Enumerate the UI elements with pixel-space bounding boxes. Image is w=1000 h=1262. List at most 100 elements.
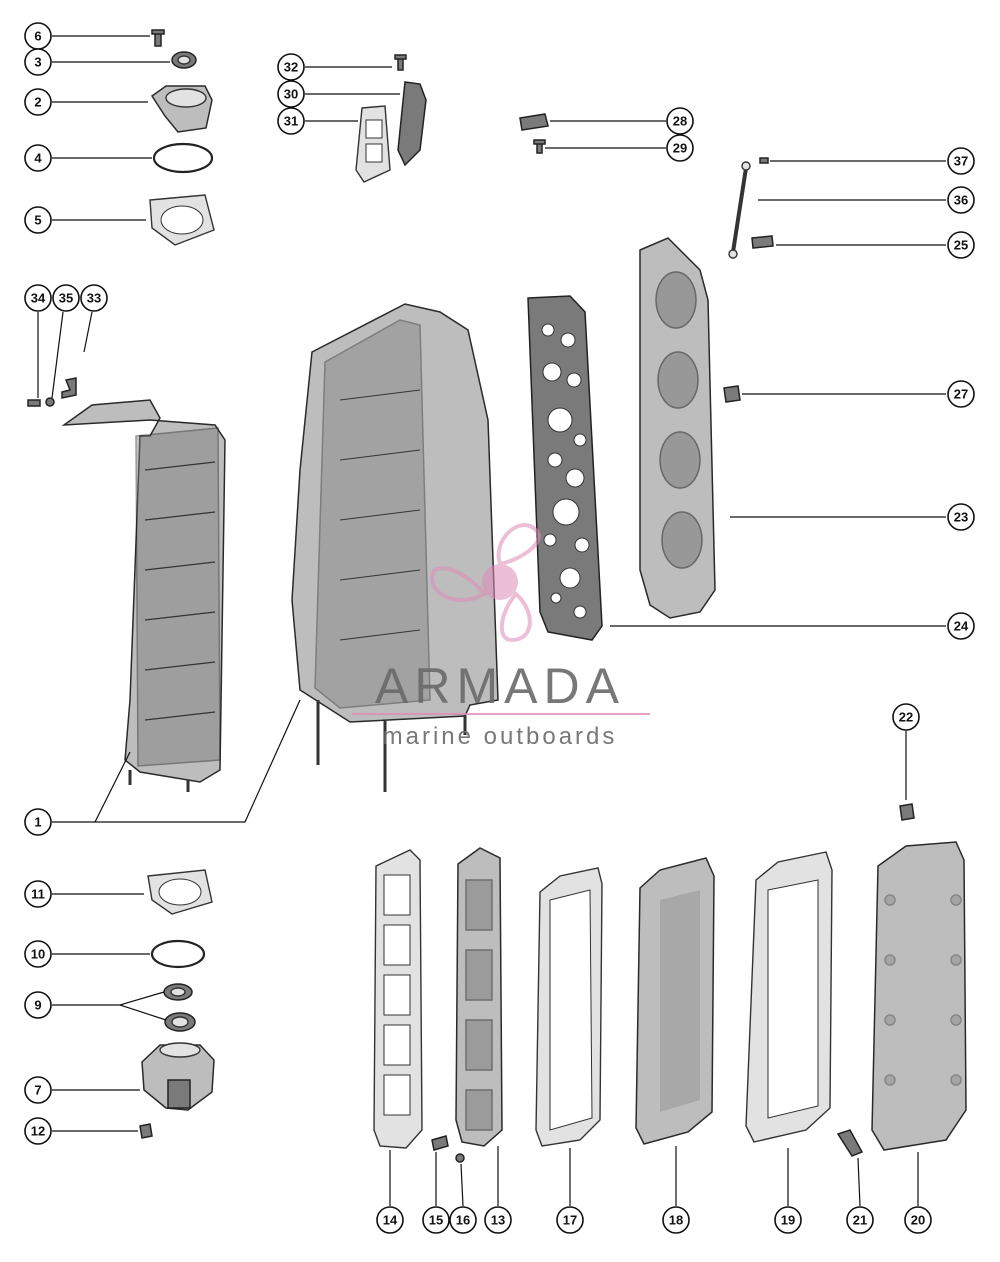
svg-text:16: 16 [456,1213,470,1228]
part-20-outer-cover [871,841,967,1151]
callout-19: 19 [774,1206,802,1234]
svg-text:19: 19 [781,1213,795,1228]
part-23-cylinder-head [639,237,716,619]
svg-text:15: 15 [429,1213,443,1228]
part-15-screw [431,1135,449,1151]
part-24-head-gasket [527,295,603,641]
part-36-link-rod [728,161,751,259]
part-37-screw [759,157,769,164]
callout-18: 18 [662,1206,690,1234]
callout-28: 28 [666,107,694,135]
callout-2: 2 [24,88,52,116]
part-3-seal [171,51,197,69]
callout-4: 4 [24,144,52,172]
svg-text:33: 33 [87,291,101,306]
callout-24: 24 [947,612,975,640]
part-16-nut [455,1153,465,1163]
part-30-cover [397,81,427,167]
svg-text:27: 27 [954,387,968,402]
callout-37: 37 [947,147,975,175]
svg-text:30: 30 [284,87,298,102]
callout-31: 31 [277,107,305,135]
part-18-cover-plate [635,857,715,1145]
callout-21: 21 [846,1206,874,1234]
callout-17: 17 [556,1206,584,1234]
part-33-bracket [61,377,77,399]
svg-text:32: 32 [284,60,298,75]
part-32-screw [394,54,407,71]
svg-text:2: 2 [34,95,41,110]
part-1-crankcase [61,399,226,792]
callout-35: 35 [52,284,80,312]
callout-10: 10 [24,940,52,968]
part-13-plate [455,847,503,1147]
part-9-seals [163,983,196,1032]
part-29-screw [533,139,546,154]
part-12-plug [139,1123,153,1139]
svg-text:1: 1 [34,815,41,830]
callout-29: 29 [666,134,694,162]
part-4-o-ring [152,142,214,174]
leader-lines [37,35,946,1207]
svg-text:35: 35 [59,291,73,306]
part-19-gasket [745,851,833,1143]
callout-36: 36 [947,186,975,214]
callout-6: 6 [24,22,52,50]
svg-text:31: 31 [284,114,298,129]
armada-logo [429,523,541,643]
part-22-plug [899,803,915,821]
svg-text:12: 12 [31,1124,45,1139]
svg-text:21: 21 [853,1213,867,1228]
svg-text:37: 37 [954,154,968,169]
callout-16: 16 [449,1206,477,1234]
part-35-washer [45,397,55,407]
svg-text:22: 22 [899,710,913,725]
part-7-housing [141,1042,215,1111]
callout-13: 13 [484,1206,512,1234]
callout-25: 25 [947,231,975,259]
svg-text:11: 11 [31,887,45,902]
svg-text:3: 3 [34,55,41,70]
svg-text:20: 20 [911,1213,925,1228]
callout-33: 33 [80,284,108,312]
svg-text:18: 18 [669,1213,683,1228]
part-10-o-ring [150,939,206,969]
svg-text:28: 28 [673,114,687,129]
part-25-bolt [751,235,774,249]
watermark-brand: ARMADA [375,658,625,714]
part-14-gasket [373,849,423,1149]
callout-22: 22 [892,703,920,731]
svg-text:36: 36 [954,193,968,208]
part-2-housing [150,85,213,133]
callout-15: 15 [422,1206,450,1234]
callout-9: 9 [24,991,52,1019]
svg-text:29: 29 [673,141,687,156]
svg-text:13: 13 [491,1213,505,1228]
part-21-bolt [836,1129,864,1157]
part-1-cylinder-block [291,303,499,792]
callout-32: 32 [277,53,305,81]
callout-3: 3 [24,48,52,76]
callout-20: 20 [904,1206,932,1234]
svg-text:24: 24 [954,619,969,634]
svg-text:17: 17 [563,1213,577,1228]
callout-5: 5 [24,206,52,234]
svg-text:5: 5 [34,213,41,228]
svg-text:25: 25 [954,238,968,253]
callout-27: 27 [947,380,975,408]
callout-23: 23 [947,503,975,531]
svg-text:34: 34 [31,291,46,306]
callout-34: 34 [24,284,52,312]
svg-text:10: 10 [31,947,45,962]
svg-text:6: 6 [34,29,41,44]
callout-7: 7 [24,1076,52,1104]
callout-11: 11 [24,880,52,908]
callout-1: 1 [24,808,52,836]
part-28-fitting [519,113,549,131]
svg-text:7: 7 [34,1083,41,1098]
part-31-gasket [355,105,391,183]
watermark-tagline: marine outboards [383,723,618,750]
callout-14: 14 [376,1206,404,1234]
svg-text:4: 4 [34,151,42,166]
